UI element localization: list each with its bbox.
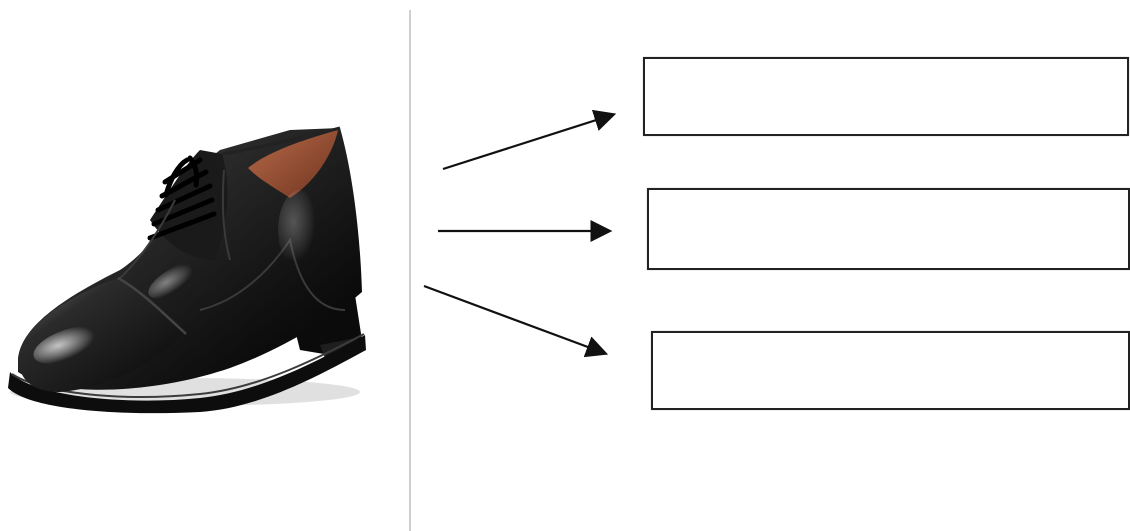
shoe-image (8, 126, 366, 414)
answer-box-2[interactable] (647, 188, 1130, 270)
arrow-top (442, 109, 617, 171)
arrow-bottom (423, 284, 609, 358)
answer-box-3[interactable] (651, 331, 1130, 410)
answer-box-3-text[interactable] (653, 333, 1128, 408)
answer-box-1[interactable] (643, 57, 1129, 136)
divider-line (409, 10, 411, 531)
answer-box-2-text[interactable] (649, 190, 1128, 268)
answer-box-1-text[interactable] (645, 59, 1127, 134)
